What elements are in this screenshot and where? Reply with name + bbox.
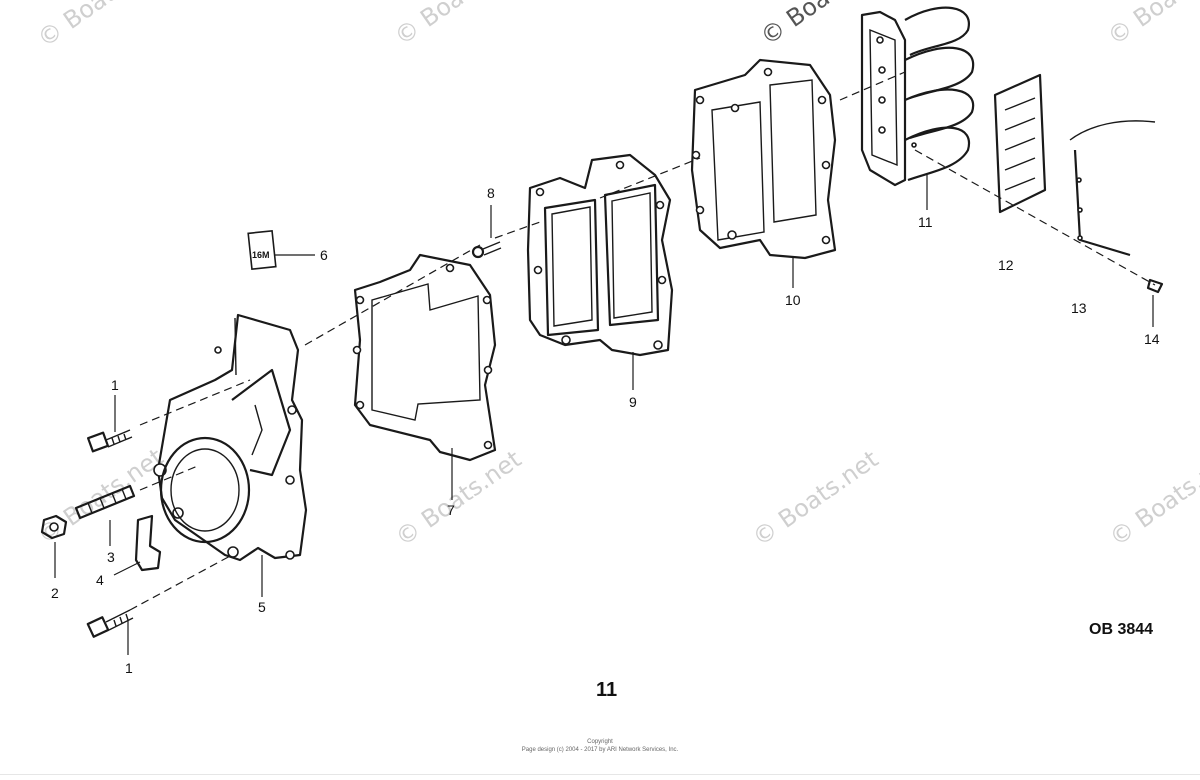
decal-label: 16M bbox=[252, 250, 270, 260]
part-6-decal: 16M bbox=[247, 229, 277, 271]
part-5-manifold bbox=[153, 313, 308, 562]
callout-8: 8 bbox=[487, 185, 495, 201]
watermark: © Boats.net bbox=[32, 0, 168, 53]
part-4-clip bbox=[134, 514, 162, 572]
callout-4: 4 bbox=[96, 572, 104, 588]
part-13-reed-petals bbox=[1069, 120, 1156, 257]
page-number: 11 bbox=[596, 679, 618, 701]
callout-1-upper: 1 bbox=[111, 377, 119, 393]
callout-9: 9 bbox=[629, 394, 637, 410]
watermark: © Boats.net bbox=[390, 445, 526, 552]
leader-lines bbox=[54, 175, 1154, 655]
watermark: © Boats.net bbox=[389, 0, 525, 51]
part-7-gasket bbox=[352, 253, 497, 462]
part-8-screw bbox=[471, 241, 502, 259]
callout-3: 3 bbox=[107, 549, 115, 565]
watermark: © Boats.net bbox=[1104, 445, 1200, 552]
callout-6: 6 bbox=[320, 247, 328, 263]
watermark: © Boats.net bbox=[747, 445, 883, 552]
callout-7: 7 bbox=[447, 502, 455, 518]
callout-10: 10 bbox=[785, 292, 801, 308]
part-10-gasket bbox=[690, 58, 837, 260]
callout-2: 2 bbox=[51, 585, 59, 601]
callout-12: 12 bbox=[998, 257, 1014, 273]
watermark: © Boats.net bbox=[32, 443, 168, 550]
part-2-nut bbox=[40, 514, 68, 540]
callout-1-lower: 1 bbox=[125, 660, 133, 676]
callouts: 1 2 3 4 5 6 7 8 9 10 11 12 13 14 1 bbox=[51, 185, 1160, 676]
callout-13: 13 bbox=[1071, 300, 1087, 316]
assembly-axis-line-lower bbox=[129, 554, 233, 611]
part-1-screw-upper bbox=[86, 429, 133, 453]
footer-page-design: Page design (c) 2004 - 2017 by ARI Netwo… bbox=[521, 747, 679, 753]
watermark: © Boats.net bbox=[755, 0, 891, 51]
watermark: © Boats.net bbox=[1102, 0, 1200, 51]
part-3-stud bbox=[74, 484, 136, 520]
bottom-divider bbox=[0, 774, 1200, 775]
assembly-axis-line-stud bbox=[139, 464, 201, 491]
assembly-axis-line bbox=[139, 71, 1156, 426]
reference-code: OB 3844 bbox=[1089, 621, 1154, 638]
part-11-reed-block bbox=[860, 6, 975, 187]
part-14-screw bbox=[1146, 278, 1164, 294]
footer-copyright: Copyright bbox=[587, 739, 613, 745]
part-1-screw-lower bbox=[86, 609, 134, 638]
callout-11: 11 bbox=[918, 214, 933, 230]
callout-14: 14 bbox=[1144, 331, 1160, 347]
callout-5: 5 bbox=[258, 599, 266, 615]
part-12-reed-stop bbox=[993, 73, 1047, 214]
part-9-reed-plate bbox=[526, 153, 674, 357]
